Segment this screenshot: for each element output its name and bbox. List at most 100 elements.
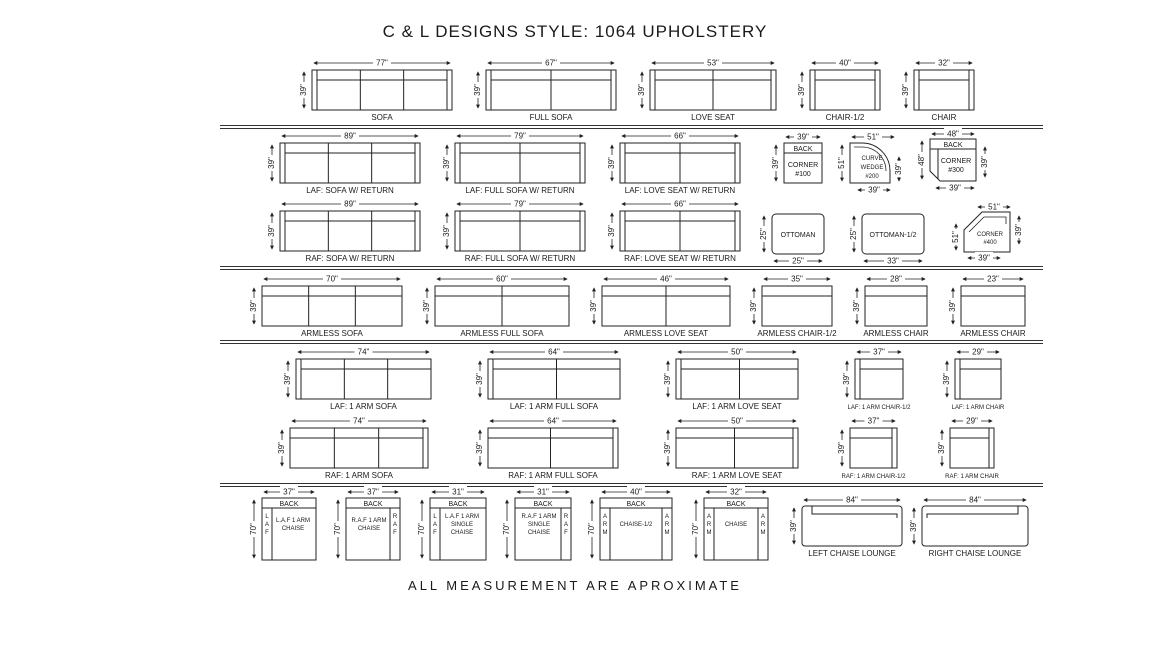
piece-armless-full-sofa: 60"39"ARMLESS FULL SOFA (421, 273, 570, 338)
corner-label: CORNER (941, 158, 971, 165)
depth-dimension: 39" (422, 300, 431, 312)
depth-dimension: 39" (837, 442, 846, 454)
depth-dimension: 39" (442, 157, 451, 169)
piece-label: LAF: 1 ARM FULL SOFA (510, 402, 599, 411)
arm-label: A (433, 522, 437, 528)
depth-dimension: 39" (637, 84, 646, 96)
depth-dimension: 39" (475, 442, 484, 454)
piece-raf-love-seat-return: 66"39"RAF: LOVE SEAT W/ RETURN (606, 198, 741, 263)
depth-dimension: 39" (473, 84, 482, 96)
piece-label: RAF: 1 ARM CHAIR-1/2 (841, 474, 906, 480)
piece-label: LAF: FULL SOFA W/ RETURN (465, 186, 574, 195)
arm-label: F (265, 530, 269, 536)
arm-label: M (707, 530, 712, 536)
left-dimension: 51" (837, 157, 846, 169)
corner-label: CORNER (788, 162, 818, 169)
wedge-label: CURVE (862, 156, 883, 162)
width-dimension: 31" (537, 488, 549, 497)
piece-raf-1arm-sofa: 74"39"RAF: 1 ARM SOFA (276, 415, 429, 480)
piece-raf-1arm-chair: 29"39"RAF: 1 ARM CHAIR (936, 415, 999, 480)
chaise-label: SINGLE (528, 522, 550, 528)
piece-laf-1arm-sofa: 74"39"LAF: 1 ARM SOFA (282, 346, 432, 411)
depth-dimension: 39" (267, 157, 276, 169)
piece-label: LAF: SOFA W/ RETURN (306, 186, 394, 195)
piece-label: RAF: FULL SOFA W/ RETURN (465, 254, 576, 263)
width-dimension: 31" (452, 488, 464, 497)
width-dimension: 66" (674, 132, 686, 141)
piece-raf-full-sofa-return: 79"39"RAF: FULL SOFA W/ RETURN (441, 198, 586, 263)
width-dimension: 32" (938, 59, 950, 68)
right-dimension: 39" (894, 163, 903, 175)
depth-dimension: 39" (942, 373, 951, 385)
piece-label: CHAIR (932, 113, 957, 122)
depth-dimension: 39" (852, 300, 861, 312)
arm-label: M (665, 530, 670, 536)
width-dimension: 37" (868, 417, 880, 426)
wedge-label: WEDGE (861, 165, 884, 171)
width-dimension: 37" (367, 488, 379, 497)
arm-label: A (665, 514, 669, 520)
depth-dimension: 70" (691, 523, 700, 535)
depth-dimension: 25" (849, 228, 858, 240)
width-dimension: 32" (730, 488, 742, 497)
arm-label: M (761, 530, 766, 536)
arm-label: A (761, 514, 765, 520)
arm-label: R (707, 522, 712, 528)
top-dimension: 51" (988, 203, 1000, 212)
depth-dimension: 39" (283, 373, 292, 385)
piece-armless-love-seat: 46"39"ARMLESS LOVE SEAT (588, 273, 731, 338)
ottoman-label: OTTOMAN-1/2 (870, 232, 917, 239)
piece-label: LAF: 1 ARM CHAIR (952, 405, 1005, 411)
piece-laf-sofa-return: 89"39"LAF: SOFA W/ RETURN (266, 130, 421, 195)
piece-label: LEFT CHAISE LOUNGE (808, 549, 895, 558)
corner-number: #400 (983, 240, 997, 246)
bottom-dimension: 39" (978, 254, 990, 263)
chaise-label: CHAISE (451, 530, 473, 536)
arm-label: R (603, 522, 608, 528)
arm-label: A (564, 522, 568, 528)
piece-label: LAF: LOVE SEAT W/ RETURN (625, 186, 736, 195)
chaise-label: CHAISE (528, 530, 550, 536)
width-dimension: 74" (353, 417, 365, 426)
depth-dimension: 39" (249, 300, 258, 312)
depth-dimension: 39" (842, 373, 851, 385)
depth-dimension: 39" (749, 300, 758, 312)
arm-label: A (707, 514, 711, 520)
width-dimension: 25" (792, 257, 804, 266)
depth-dimension: 39" (607, 225, 616, 237)
depth-dimension: 39" (663, 442, 672, 454)
arm-label: R (393, 514, 398, 520)
piece-laf-1arm-chair: 29"39"LAF: 1 ARM CHAIR (941, 346, 1005, 411)
piece-armless-chair-half: 35"39"ARMLESS CHAIR-1/2 (748, 273, 837, 338)
piece-sofa: 77"39"SOFA (298, 57, 453, 122)
piece-label: LOVE SEAT (691, 113, 735, 122)
width-dimension: 53" (707, 59, 719, 68)
width-dimension: 37" (873, 348, 885, 357)
back-label: BACK (726, 501, 745, 508)
depth-dimension: 39" (937, 442, 946, 454)
piece-label: ARMLESS CHAIR-1/2 (757, 329, 837, 338)
depth-dimension: 39" (948, 300, 957, 312)
depth-dimension: 70" (333, 523, 342, 535)
piece-ottoman-half: OTTOMAN-1/2 25" 33" (848, 213, 925, 266)
chaise-label: CHAISE (725, 522, 747, 528)
chaise-label: CHAISE (358, 526, 380, 532)
piece-label: LAF: 1 ARM SOFA (330, 402, 397, 411)
piece-raf-1arm-chair-half: 37" 39" RAF: 1 ARM CHAIR-1/2 (836, 415, 906, 480)
depth-dimension: 70" (502, 523, 511, 535)
section-dividers (220, 125, 1043, 487)
arm-label: M (603, 530, 608, 536)
arm-label: L (265, 514, 269, 520)
width-dimension: 33" (887, 257, 899, 266)
wedge-number: #200 (865, 174, 879, 180)
bottom-dimension: 39" (949, 184, 961, 193)
piece-raf-1arm-love-seat: 50"39"RAF: 1 ARM LOVE SEAT (662, 415, 799, 480)
piece-label: ARMLESS SOFA (301, 329, 363, 338)
bottom-dimension: 39" (868, 186, 880, 195)
piece-raf-sofa-return: 89"39"RAF: SOFA W/ RETURN (266, 198, 421, 263)
